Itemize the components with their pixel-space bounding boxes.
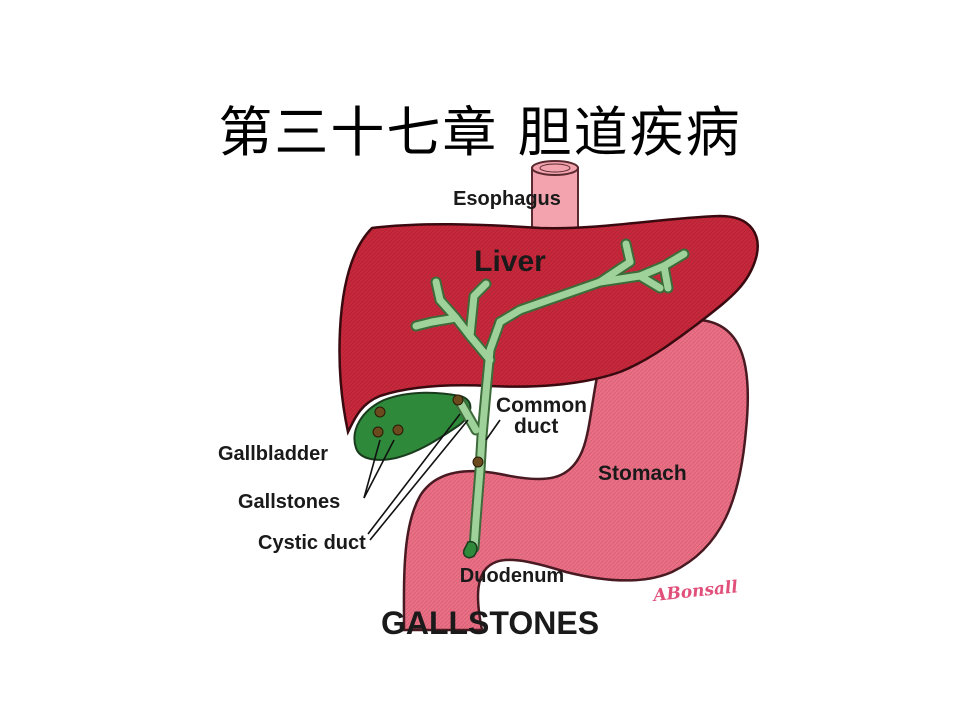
stomach-shape	[402, 318, 750, 632]
ampulla-shape	[462, 540, 478, 559]
leader-line-common-duct	[485, 419, 501, 441]
slide-title: 第三十七章 胆道疾病	[218, 101, 742, 164]
gallstone	[452, 394, 464, 406]
leader-line-cystic-duct-2	[367, 413, 461, 535]
diagram-caption: GALLSTONES	[381, 605, 599, 641]
label-gallstones: Gallstones	[238, 491, 340, 513]
bile-duct-tree	[410, 238, 690, 554]
leader-line-gallstones-2	[363, 439, 395, 499]
label-cystic-duct: Cystic duct	[258, 532, 366, 554]
label-stomach: Stomach	[598, 462, 687, 485]
artist-signature: ABonsall	[650, 577, 739, 606]
leader-line-cystic-duct-1	[369, 419, 469, 541]
gallstone	[472, 456, 484, 468]
leader-lines	[363, 413, 501, 541]
gallbladder-shape	[353, 391, 472, 461]
gallstone	[374, 406, 386, 418]
label-liver: Liver	[474, 245, 546, 278]
leader-line-gallstones-1	[363, 439, 381, 499]
gallstone	[392, 424, 404, 436]
label-esophagus: Esophagus	[453, 188, 561, 210]
label-common-duct-line2: duct	[514, 415, 558, 438]
label-gallbladder: Gallbladder	[218, 443, 328, 465]
label-duodenum: Duodenum	[460, 565, 564, 587]
label-common-duct-line1: Common	[496, 394, 587, 417]
gallstones-group	[372, 394, 484, 468]
gallstone	[372, 426, 384, 438]
